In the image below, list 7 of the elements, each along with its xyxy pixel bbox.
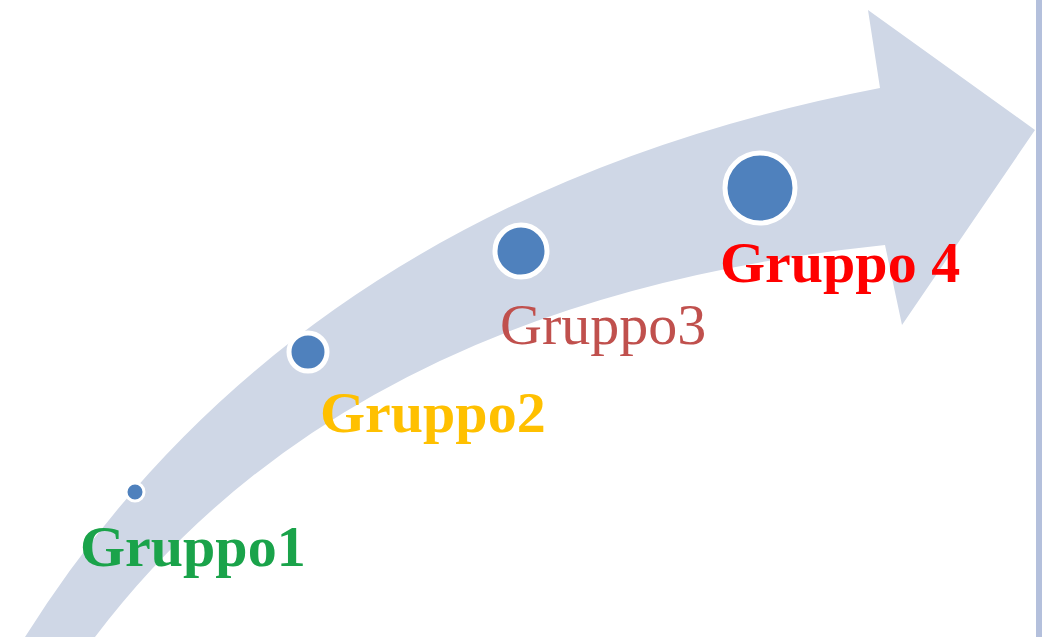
marker-dot bbox=[722, 150, 798, 226]
group-label: Gruppo3 bbox=[500, 296, 707, 354]
group-label: Gruppo2 bbox=[320, 384, 546, 442]
group-label: Gruppo1 bbox=[80, 518, 306, 576]
group-label: Gruppo 4 bbox=[720, 234, 961, 292]
marker-dot bbox=[286, 330, 330, 374]
marker-dot bbox=[124, 481, 146, 503]
